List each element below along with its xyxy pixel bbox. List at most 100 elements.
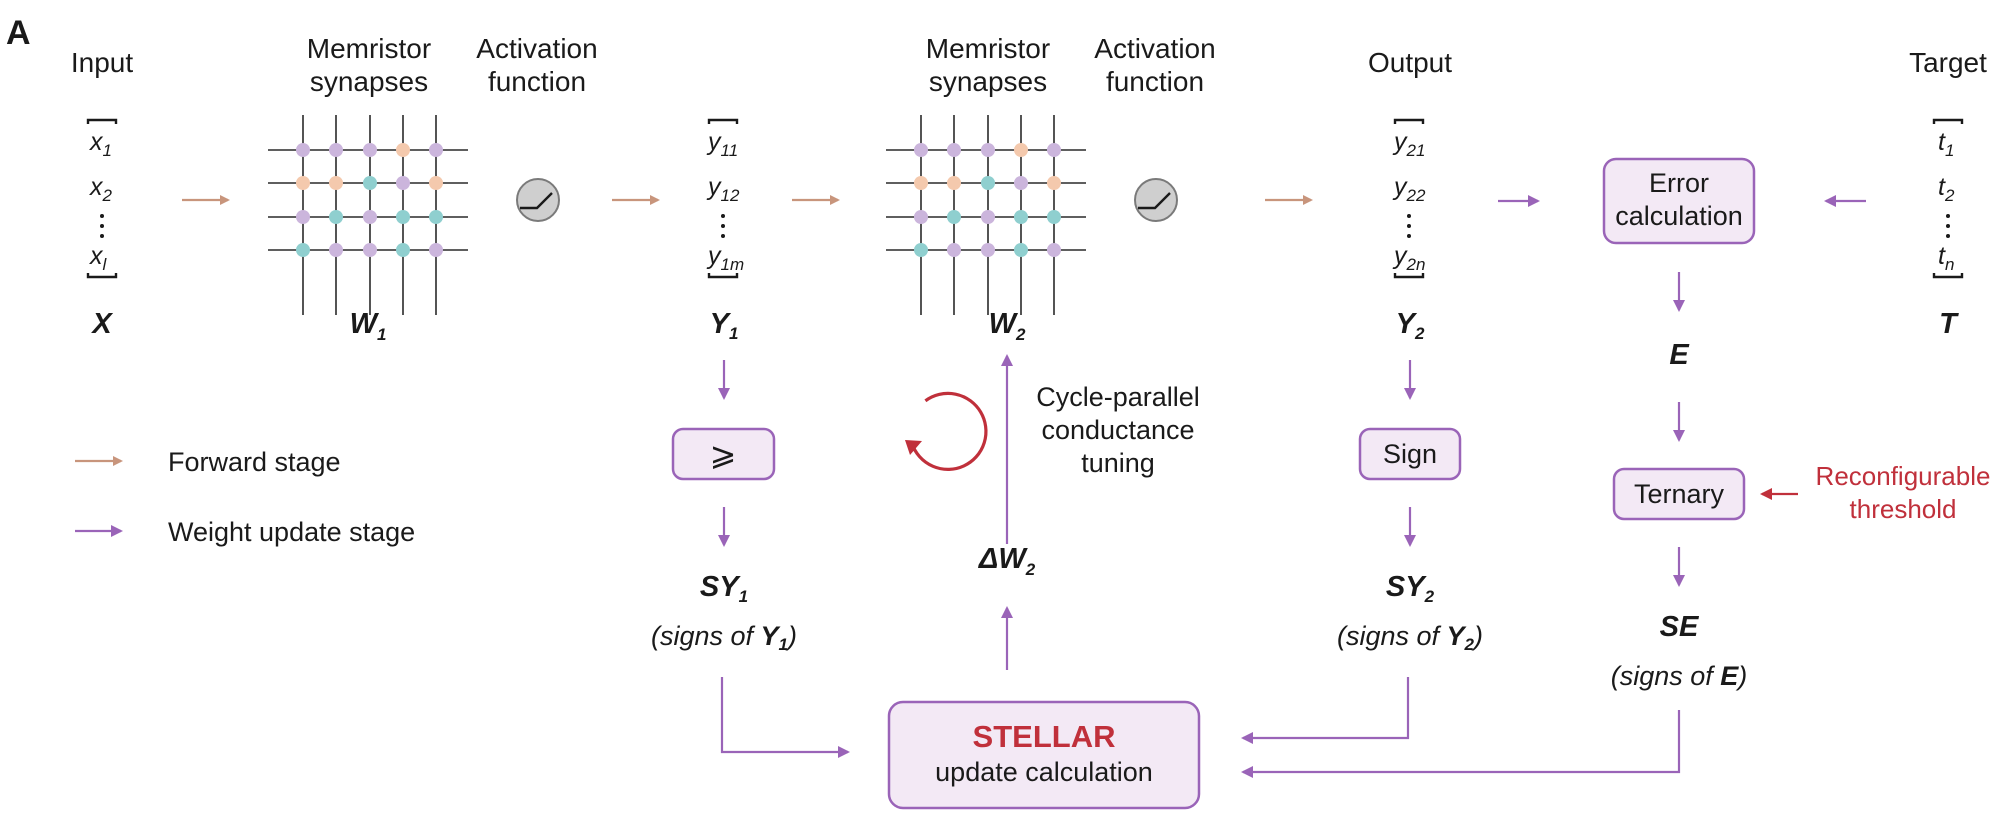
memristor-node <box>296 176 310 190</box>
error-calculation-box: Error calculation <box>1602 157 1756 245</box>
panel-label: A <box>6 14 31 52</box>
cycle-icon <box>905 391 988 471</box>
memristor-node <box>329 243 343 257</box>
memristor-crossbar-2 <box>886 115 1086 315</box>
memristor-node <box>363 243 377 257</box>
memristor-node <box>947 243 961 257</box>
memristor-node <box>914 176 928 190</box>
header-activation-1-line1: Activation <box>476 33 597 64</box>
memristor-node <box>914 243 928 257</box>
memristor-node <box>329 143 343 157</box>
memristor-node <box>1047 176 1061 190</box>
symbol-sy2: SY2 <box>1386 571 1435 606</box>
legend-update-label: Weight update stage <box>168 517 415 547</box>
vertical-ellipsis <box>1407 214 1411 238</box>
stellar-subtitle: update calculation <box>935 757 1153 787</box>
memristor-node <box>396 243 410 257</box>
memristor-node <box>1014 176 1028 190</box>
memristor-node <box>914 210 928 224</box>
memristor-node <box>296 243 310 257</box>
memristor-node <box>1047 210 1061 224</box>
symbol-y2: Y2 <box>1396 308 1425 343</box>
memristor-node <box>363 210 377 224</box>
header-synapses-2-line1: Memristor <box>926 33 1050 64</box>
header-activation-2-line1: Activation <box>1094 33 1215 64</box>
arrow-sy2-to-stellar <box>1241 677 1410 744</box>
symbol-x: X <box>90 308 113 340</box>
cycle-parallel-line3: tuning <box>1081 448 1155 478</box>
memristor-node <box>396 143 410 157</box>
memristor-crossbar-1 <box>268 115 468 315</box>
greater-equal-icon: ⩾ <box>710 436 737 472</box>
input-vector: x1 x2 xl <box>86 118 118 279</box>
hidden-y11: y11 <box>706 128 738 160</box>
activation-function-2-icon <box>1134 178 1178 222</box>
symbol-sy1: SY1 <box>700 571 748 606</box>
reconfigurable-line2: threshold <box>1850 494 1957 524</box>
symbol-e: E <box>1669 339 1690 371</box>
memristor-node <box>981 210 995 224</box>
error-line1: Error <box>1649 168 1709 198</box>
arrow-sy1-to-stellar <box>720 677 850 758</box>
output-y2n: y2n <box>1392 242 1425 274</box>
header-synapses-1-line2: synapses <box>310 66 428 97</box>
memristor-node <box>363 143 377 157</box>
memristor-node <box>947 176 961 190</box>
memristor-node <box>981 143 995 157</box>
symbol-t: T <box>1939 308 1959 340</box>
memristor-node <box>429 210 443 224</box>
sign-label: Sign <box>1383 439 1437 469</box>
hidden-y12: y12 <box>706 173 740 205</box>
stellar-box: STELLAR update calculation <box>887 700 1201 810</box>
error-line2: calculation <box>1615 201 1743 231</box>
legend-forward-label: Forward stage <box>168 447 341 477</box>
header-input: Input <box>71 47 133 78</box>
vertical-ellipsis <box>721 214 725 238</box>
header-synapses-1-line1: Memristor <box>307 33 431 64</box>
memristor-node <box>981 243 995 257</box>
memristor-node <box>429 243 443 257</box>
cycle-parallel-line2: conductance <box>1041 415 1194 445</box>
output-y22: y22 <box>1392 173 1426 205</box>
target-tn: tn <box>1938 242 1954 274</box>
vertical-ellipsis <box>100 214 104 238</box>
output-y21: y21 <box>1392 128 1425 160</box>
memristor-node <box>1014 210 1028 224</box>
memristor-node <box>363 176 377 190</box>
compare-box: ⩾ <box>671 427 776 481</box>
memristor-node <box>329 176 343 190</box>
signs-of-y1: (signs of Y1) <box>651 621 797 654</box>
memristor-node <box>396 176 410 190</box>
memristor-node <box>1014 143 1028 157</box>
legend: Forward stage Weight update stage <box>75 447 415 547</box>
memristor-node <box>914 143 928 157</box>
memristor-node <box>429 143 443 157</box>
memristor-node <box>1047 143 1061 157</box>
target-vector: t1 t2 tn <box>1932 118 1964 279</box>
header-target: Target <box>1909 47 1987 78</box>
symbol-w2: W2 <box>989 308 1026 344</box>
target-t1: t1 <box>1938 128 1954 160</box>
output-vector: y21 y22 y2n <box>1392 118 1426 279</box>
activation-function-1-icon <box>516 178 560 222</box>
vertical-ellipsis <box>1946 214 1950 238</box>
input-xl: xl <box>89 242 108 274</box>
memristor-node <box>947 210 961 224</box>
cycle-parallel-line1: Cycle-parallel <box>1036 382 1200 412</box>
memristor-node <box>429 176 443 190</box>
symbol-w1: W1 <box>350 308 387 344</box>
signs-of-e: (signs of E) <box>1611 661 1748 691</box>
signs-of-y2: (signs of Y2) <box>1337 621 1483 654</box>
hidden-vector: y11 y12 y1m <box>706 118 744 279</box>
symbol-se: SE <box>1660 611 1700 643</box>
memristor-node <box>1014 243 1028 257</box>
symbol-y1: Y1 <box>710 308 739 343</box>
symbol-delta-w2: ΔW2 <box>978 543 1036 579</box>
memristor-node <box>296 210 310 224</box>
ternary-box: Ternary <box>1612 467 1746 521</box>
memristor-node <box>1047 243 1061 257</box>
header-synapses-2-line2: synapses <box>929 66 1047 97</box>
memristor-node <box>947 143 961 157</box>
header-activation-2-line2: function <box>1106 66 1204 97</box>
